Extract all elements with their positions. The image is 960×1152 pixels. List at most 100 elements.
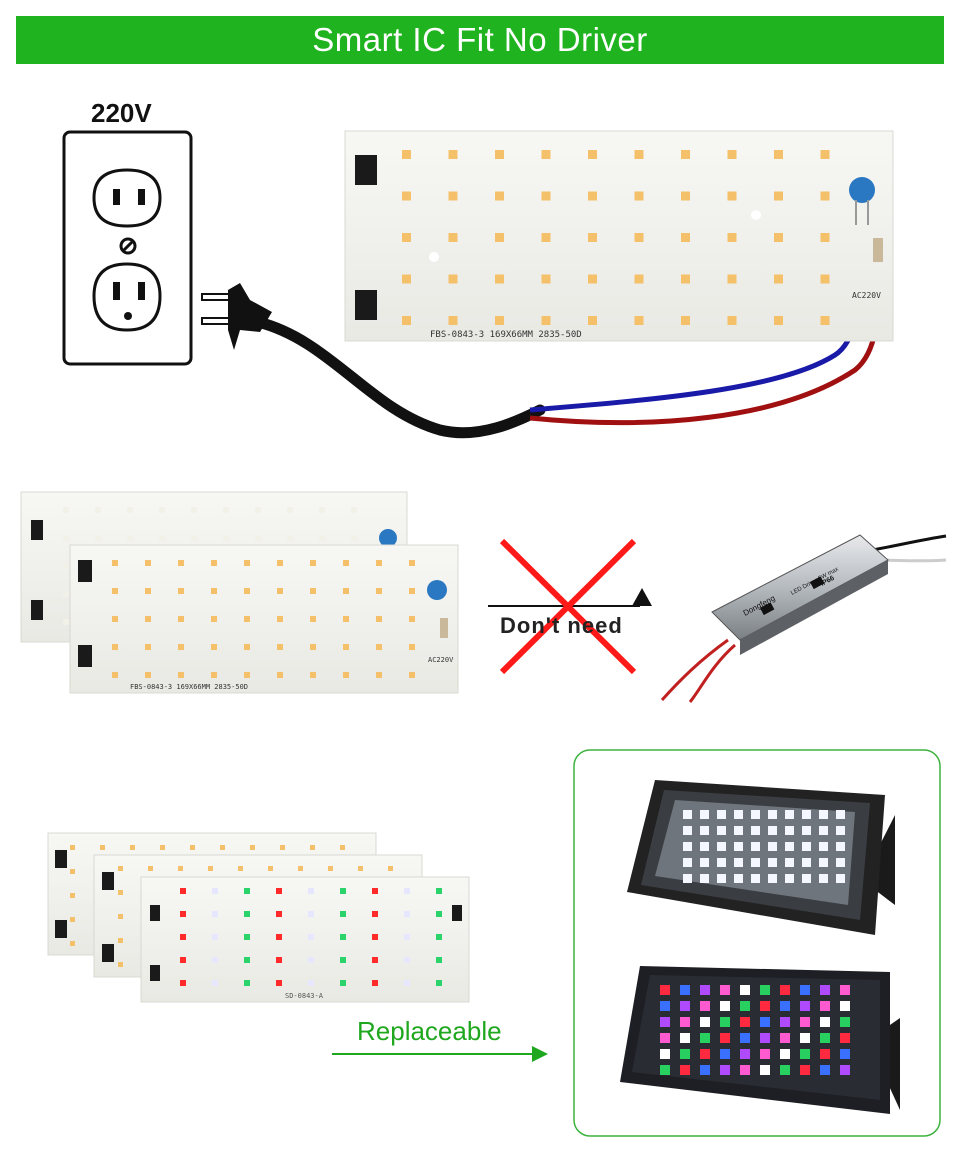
led-chip — [319, 535, 325, 541]
led-chip — [145, 616, 151, 622]
led-chip — [211, 588, 217, 594]
led-chip — [63, 591, 69, 597]
led-chip — [634, 150, 644, 159]
led-chip — [343, 616, 349, 622]
led-chip — [588, 233, 597, 242]
led-chip — [780, 1017, 790, 1027]
led-chip — [340, 980, 346, 986]
led-chip — [785, 810, 794, 819]
led-chip — [436, 911, 442, 917]
led-chip — [780, 1065, 790, 1075]
rgb-flood-light-image — [620, 966, 900, 1114]
replaceable-arrow-icon — [332, 1046, 548, 1062]
led-chip — [223, 507, 229, 513]
led-chip — [160, 845, 165, 850]
led-chip — [112, 560, 118, 566]
led-chip — [308, 888, 314, 894]
power-plug-icon — [201, 283, 272, 350]
led-chip — [70, 893, 75, 898]
led-chip — [785, 858, 794, 867]
led-chip — [244, 672, 250, 678]
led-chip — [819, 874, 828, 883]
led-chip — [95, 507, 101, 513]
led-chip — [211, 560, 217, 566]
led-chip — [212, 888, 218, 894]
led-chip — [180, 911, 186, 917]
led-chip — [588, 150, 597, 159]
led-chip — [727, 150, 737, 159]
led-chip — [495, 150, 504, 159]
led-chip — [112, 588, 118, 594]
led-chip — [343, 672, 349, 678]
led-chip — [680, 1001, 690, 1011]
voltage-label: 220V — [91, 98, 152, 128]
led-chip — [760, 1065, 770, 1075]
led-chip — [328, 866, 333, 871]
led-grid — [112, 560, 415, 678]
led-chip — [340, 845, 345, 850]
led-chip — [178, 588, 184, 594]
led-chip — [760, 1033, 770, 1043]
led-chip — [760, 1017, 770, 1027]
led-chip — [680, 1049, 690, 1059]
led-chip — [340, 888, 346, 894]
led-chip — [700, 810, 709, 819]
led-chip — [720, 1033, 730, 1043]
led-chip — [774, 233, 783, 242]
led-chip — [780, 1033, 790, 1043]
led-chip — [404, 980, 410, 986]
led-chip — [660, 1065, 670, 1075]
title-banner: Smart IC Fit No Driver — [16, 16, 944, 64]
led-chip — [785, 842, 794, 851]
led-chip — [409, 616, 415, 622]
led-chip — [720, 1049, 730, 1059]
replaceable-label: Replaceable — [357, 1016, 502, 1046]
led-chip — [244, 644, 250, 650]
led-chip — [310, 672, 316, 678]
led-chip — [700, 826, 709, 835]
led-chip — [840, 1001, 850, 1011]
led-chip — [448, 274, 458, 284]
led-chip — [820, 1001, 830, 1011]
led-chip — [495, 274, 504, 284]
led-chip — [660, 1017, 670, 1027]
led-chip — [436, 980, 442, 986]
led-chip — [277, 616, 283, 622]
led-chip — [700, 985, 710, 995]
led-chip — [244, 911, 250, 917]
led-chip — [310, 588, 316, 594]
led-chip — [700, 842, 709, 851]
led-chip — [760, 1049, 770, 1059]
led-chip — [588, 191, 597, 201]
led-chip — [780, 1049, 790, 1059]
led-driver-image: Dongfeng LED Driver 5W max IP66 — [660, 534, 947, 703]
led-chip — [409, 672, 415, 678]
led-chip — [727, 233, 737, 242]
led-chip — [740, 985, 750, 995]
led-chip — [276, 957, 282, 963]
led-chip — [178, 616, 184, 622]
led-chip — [700, 1065, 710, 1075]
led-grid — [180, 888, 442, 986]
led-chip — [112, 672, 118, 678]
led-chip — [680, 1017, 690, 1027]
led-chip — [310, 644, 316, 650]
led-chip — [404, 911, 410, 917]
led-chip — [250, 845, 255, 850]
led-chip — [100, 845, 105, 850]
led-chip — [740, 1033, 750, 1043]
led-chip — [178, 866, 183, 871]
led-chip — [840, 1049, 850, 1059]
led-chip — [448, 316, 458, 325]
led-chip — [118, 866, 123, 871]
led-chip — [727, 191, 737, 201]
led-chip — [404, 957, 410, 963]
led-chip — [343, 588, 349, 594]
banner-title: Smart IC Fit No Driver — [312, 21, 648, 58]
led-chip — [127, 507, 133, 513]
led-chip — [145, 588, 151, 594]
led-chip — [820, 191, 830, 201]
led-chip — [727, 274, 737, 284]
led-chip — [720, 1001, 730, 1011]
